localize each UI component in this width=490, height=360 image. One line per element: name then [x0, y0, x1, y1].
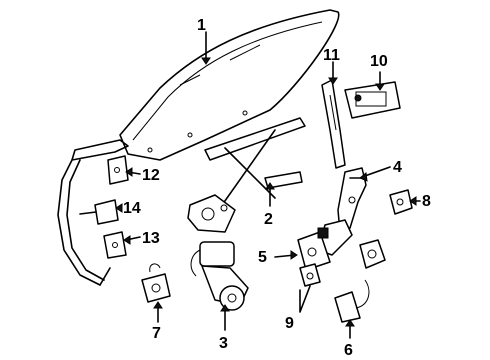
window-regulator [187, 117, 306, 233]
callout-10: 10 [370, 53, 388, 70]
callout-12: 12 [142, 167, 160, 184]
window-switch [141, 263, 171, 303]
callout-labels: 1 2 3 4 5 6 7 8 9 10 11 12 13 14 [123, 17, 431, 359]
inside-handle [344, 81, 401, 119]
callout-13: 13 [142, 230, 160, 247]
sensor-harness [334, 239, 386, 323]
glass-run-channel [321, 79, 346, 169]
clips [299, 263, 321, 287]
door-check [79, 199, 119, 225]
callout-6: 6 [344, 342, 353, 359]
lower-hinge [103, 231, 127, 259]
door-glass [119, 9, 340, 161]
window-motor-small [297, 227, 331, 271]
arrowheads [115, 57, 417, 327]
door-frame [57, 139, 129, 286]
callout-7: 7 [152, 325, 161, 342]
callout-2: 2 [264, 211, 273, 228]
lock-bracket [389, 189, 413, 215]
callout-9: 9 [285, 315, 294, 332]
callout-3: 3 [219, 335, 228, 352]
upper-hinge [107, 155, 129, 185]
window-motor [190, 241, 249, 311]
callout-11: 11 [323, 47, 340, 64]
callout-1: 1 [197, 17, 206, 34]
callout-5: 5 [258, 249, 267, 266]
rear-channel-regulator [317, 167, 367, 256]
callout-8: 8 [422, 193, 431, 210]
callout-14: 14 [123, 200, 141, 217]
callout-4: 4 [393, 159, 402, 176]
